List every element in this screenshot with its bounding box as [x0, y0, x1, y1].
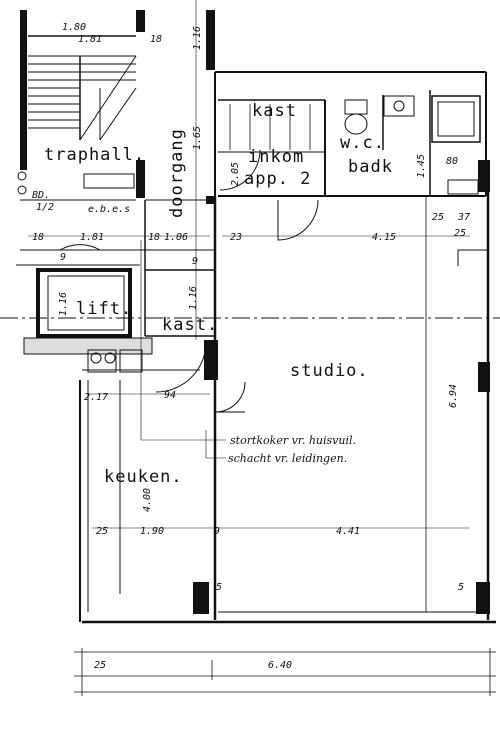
room-app: app. 2: [244, 169, 311, 189]
note-stortkoker: stortkoker vr. huisvuil.: [230, 434, 356, 447]
room-badk: badk: [348, 157, 393, 177]
dim-640: 6.40: [268, 660, 292, 671]
dim-205: 2.05: [230, 162, 241, 186]
dim-181-top: 1.81: [78, 34, 102, 45]
dimension-labels: 1.80 1.81 18 1.16 1.65 2.05 80 1.45 25 3…: [32, 22, 470, 671]
dim-25a: 25: [432, 212, 444, 223]
dim-400: 4.00: [142, 488, 153, 512]
annotations: BD. 1/2 e.b.e.s stortkoker vr. huisvuil.…: [32, 190, 356, 465]
dim-5b: 5: [458, 582, 464, 593]
dim-190: 1.90: [140, 526, 164, 537]
dim-5a: 5: [216, 582, 222, 593]
room-kast-top: kast: [252, 101, 297, 121]
note-bd-num: 1/2: [36, 202, 54, 213]
dim-145: 1.45: [416, 154, 427, 178]
dim-37: 37: [457, 212, 470, 223]
dim-165: 1.65: [192, 126, 203, 150]
dim-106: 1.06: [164, 232, 188, 243]
room-inkom: inkom: [248, 147, 304, 167]
room-traphall: traphall.: [44, 145, 145, 165]
dimension-lines: [0, 0, 500, 696]
room-keuken: keuken.: [104, 467, 183, 487]
dim-217: 2.17: [84, 392, 108, 403]
dim-25d: 25: [94, 660, 106, 671]
fixtures: [47, 95, 481, 373]
note-schacht: schacht vr. leidingen.: [228, 452, 347, 465]
dim-9b: 9: [192, 256, 198, 267]
dim-18-top: 18: [150, 34, 162, 45]
staircase: [17, 35, 137, 195]
dim-116-top: 1.16: [192, 26, 203, 50]
dim-441: 4.41: [336, 526, 360, 537]
note-bd: BD.: [32, 190, 50, 201]
dim-9a: 9: [60, 252, 66, 263]
dim-180: 1.80: [62, 22, 86, 33]
room-wc: w.c.: [340, 133, 385, 153]
dim-94: 94: [164, 390, 176, 401]
dim-23: 23: [230, 232, 242, 243]
room-studio: studio.: [290, 361, 369, 381]
room-doorgang: doorgang: [167, 128, 187, 218]
doors: [59, 149, 319, 413]
room-labels: traphall. doorgang kast w.c. badk inkom …: [44, 101, 393, 487]
dim-116-l: 1.16: [58, 292, 69, 316]
dim-116-m: 1.16: [188, 286, 199, 310]
dim-9c: 9: [214, 526, 220, 537]
dim-415: 4.15: [372, 232, 396, 243]
dim-694: 6.94: [448, 384, 459, 408]
dim-18-l: 18: [32, 232, 44, 243]
dim-181: 1.81: [80, 232, 104, 243]
dim-25c: 25: [96, 526, 108, 537]
dim-25b: 25: [454, 228, 466, 239]
dim-80: 80: [446, 156, 458, 167]
note-ebes: e.b.e.s: [88, 204, 130, 215]
dim-18-m: 18: [148, 232, 160, 243]
room-lift: lift.: [76, 299, 132, 319]
room-kast-mid: kast.: [162, 315, 218, 335]
